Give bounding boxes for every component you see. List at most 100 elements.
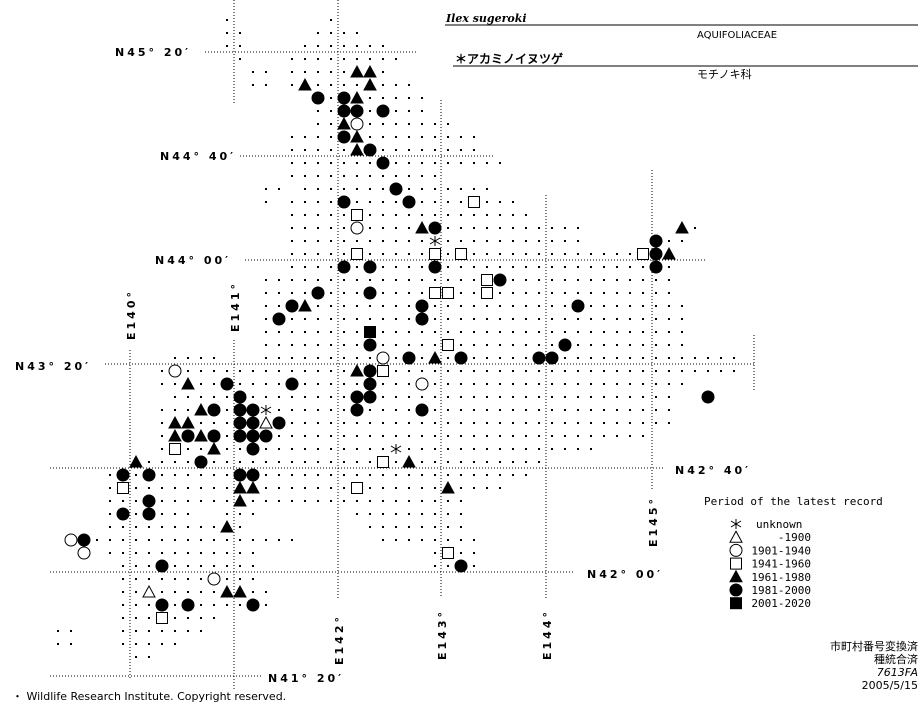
mesh-dot	[499, 240, 501, 242]
mesh-dot	[291, 149, 293, 151]
mesh-dot	[343, 279, 345, 281]
mesh-dot	[408, 435, 410, 437]
mesh-dot	[317, 227, 319, 229]
mesh-dot	[408, 188, 410, 190]
mesh-dot	[343, 32, 345, 34]
mesh-dot	[408, 97, 410, 99]
mesh-dot	[70, 643, 72, 645]
mesh-dot	[239, 370, 241, 372]
mesh-dot	[265, 604, 267, 606]
mesh-dot	[148, 578, 150, 580]
mesh-dot	[564, 357, 566, 359]
record-1961-1980	[246, 480, 260, 494]
mesh-dot	[187, 591, 189, 593]
legend-label: unknown	[756, 518, 802, 531]
mesh-dot	[447, 266, 449, 268]
mesh-dot	[161, 461, 163, 463]
mesh-dot	[70, 630, 72, 632]
mesh-dot	[122, 604, 124, 606]
mesh-dot	[512, 266, 514, 268]
record-1961-1980	[220, 584, 234, 598]
record-1901-1940	[376, 351, 390, 365]
mesh-dot	[239, 58, 241, 60]
mesh-dot	[408, 240, 410, 242]
mesh-dot	[395, 84, 397, 86]
mesh-dot	[343, 474, 345, 476]
mesh-dot	[304, 370, 306, 372]
mesh-dot	[434, 149, 436, 151]
mesh-dot	[551, 370, 553, 372]
mesh-dot	[408, 110, 410, 112]
mesh-dot	[161, 435, 163, 437]
mesh-dot	[265, 292, 267, 294]
mesh-dot	[395, 383, 397, 385]
mesh-dot	[590, 422, 592, 424]
mesh-dot	[200, 422, 202, 424]
mesh-dot	[239, 565, 241, 567]
mesh-dot	[408, 214, 410, 216]
mesh-dot	[174, 474, 176, 476]
mesh-dot	[304, 279, 306, 281]
mesh-dot	[330, 175, 332, 177]
mesh-dot	[369, 240, 371, 242]
mesh-dot	[304, 136, 306, 138]
mesh-dot	[655, 383, 657, 385]
mesh-dot	[512, 227, 514, 229]
mesh-dot	[395, 357, 397, 359]
mesh-dot	[486, 214, 488, 216]
mesh-dot	[499, 487, 501, 489]
mesh-dot	[655, 331, 657, 333]
mesh-dot	[486, 474, 488, 476]
mesh-dot	[421, 123, 423, 125]
mesh-dot	[343, 305, 345, 307]
record-1981-2000	[285, 377, 299, 391]
record-1981-2000	[194, 455, 208, 469]
mesh-dot	[434, 539, 436, 541]
mesh-dot	[525, 227, 527, 229]
mesh-dot	[486, 227, 488, 229]
lat-label-42-40: N42° 40′	[675, 464, 751, 477]
record-1981-2000	[376, 104, 390, 118]
mesh-dot	[616, 266, 618, 268]
mesh-dot	[330, 253, 332, 255]
mesh-dot	[187, 513, 189, 515]
mesh-dot	[603, 318, 605, 320]
mesh-dot	[629, 266, 631, 268]
mesh-dot	[330, 201, 332, 203]
mesh-dot	[434, 409, 436, 411]
mesh-dot	[330, 448, 332, 450]
mesh-dot	[317, 279, 319, 281]
mesh-dot	[382, 409, 384, 411]
mesh-dot	[473, 253, 475, 255]
mesh-dot	[603, 409, 605, 411]
mesh-dot	[317, 448, 319, 450]
record-1901-1940	[350, 117, 364, 131]
mesh-dot	[577, 318, 579, 320]
mesh-dot	[148, 656, 150, 658]
mesh-dot	[421, 253, 423, 255]
mesh-dot	[499, 448, 501, 450]
mesh-dot	[330, 84, 332, 86]
record-1981-2000	[493, 273, 507, 287]
record-1981-2000	[363, 390, 377, 404]
mesh-dot	[330, 188, 332, 190]
mesh-dot	[265, 84, 267, 86]
mesh-dot	[447, 188, 449, 190]
mesh-dot	[447, 396, 449, 398]
record-1981-2000	[350, 104, 364, 118]
mesh-dot	[486, 266, 488, 268]
mesh-dot	[252, 539, 254, 541]
mesh-dot	[395, 370, 397, 372]
mesh-dot	[564, 422, 566, 424]
mesh-dot	[525, 279, 527, 281]
mesh-dot	[525, 461, 527, 463]
mesh-dot	[733, 357, 735, 359]
mesh-dot	[499, 227, 501, 229]
mesh-dot	[473, 292, 475, 294]
mesh-dot	[213, 461, 215, 463]
mesh-dot	[525, 474, 527, 476]
mesh-dot	[408, 539, 410, 541]
mesh-dot	[317, 370, 319, 372]
mesh-dot	[525, 214, 527, 216]
mesh-dot	[460, 331, 462, 333]
